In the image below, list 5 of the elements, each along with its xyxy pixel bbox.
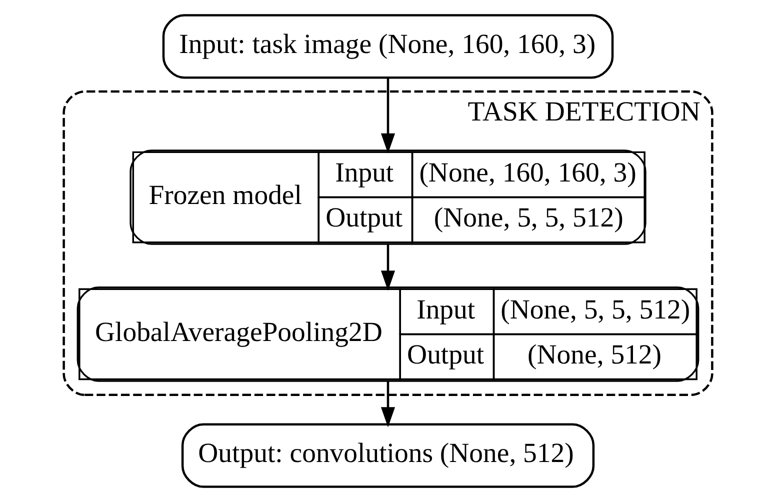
arrow <box>380 381 396 428</box>
arrow <box>380 78 396 154</box>
arrow <box>380 244 396 291</box>
node-box: Output: convolutions (None, 512) <box>181 423 595 488</box>
node-box: Input: task image (None, 160, 160, 3) <box>162 14 614 79</box>
